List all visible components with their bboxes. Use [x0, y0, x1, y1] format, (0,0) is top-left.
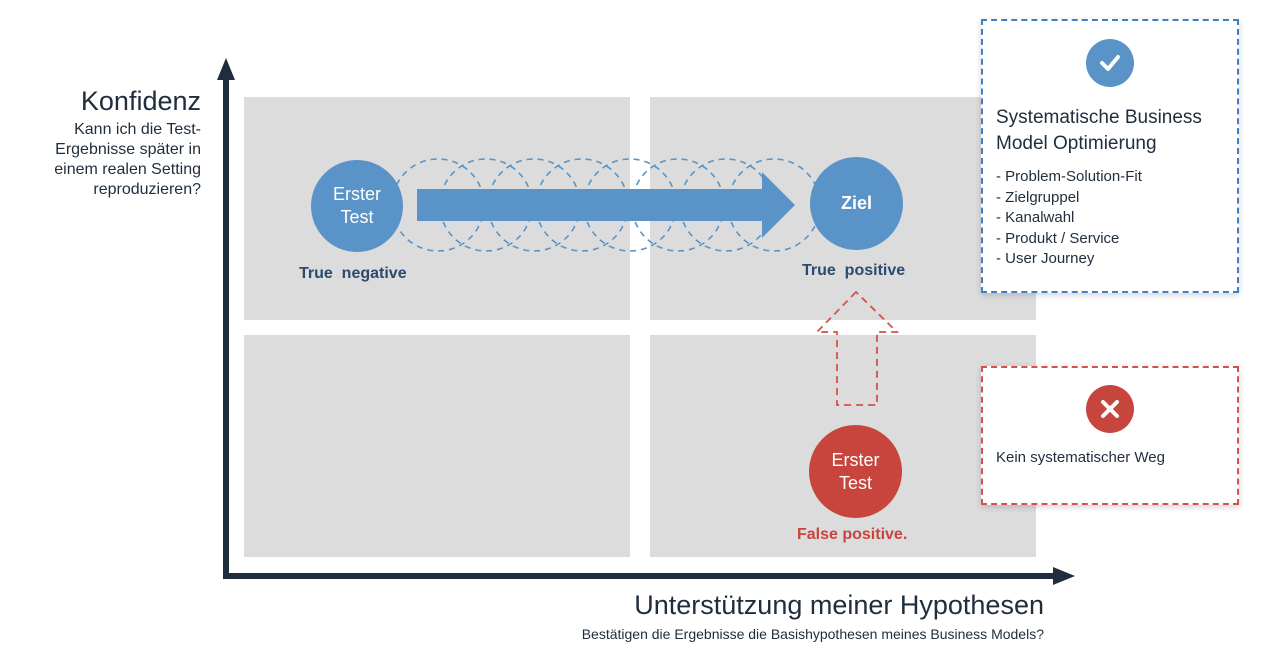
success-box-list: - Problem-Solution-Fit - Zielgruppel - K…	[996, 167, 1232, 270]
x-axis-arrowhead	[1053, 567, 1075, 585]
fail-box: Kein systematischer Weg	[981, 366, 1239, 505]
x-axis-subtitle: Bestätigen die Ergebnisse die Basishypot…	[581, 626, 1044, 642]
check-icon	[1086, 39, 1134, 87]
start-node-red: Erster Test	[809, 425, 902, 518]
label-true-negative: True negative	[299, 265, 407, 282]
list-item: - User Journey	[996, 250, 1095, 267]
start-node-blue: Erster Test	[311, 160, 403, 252]
progress-arrow	[417, 172, 795, 238]
false-positive-arrow	[814, 290, 900, 406]
goal-node: Ziel	[810, 157, 903, 250]
y-axis-subtitle: Kann ich die Test-Ergebnisse später in e…	[54, 121, 201, 198]
label-false-positive: False positive.	[797, 526, 908, 543]
list-item: - Problem-Solution-Fit	[996, 168, 1142, 185]
success-box-title: Systematische Business Model Optimierung	[996, 107, 1202, 154]
goal-node-label: Ziel	[840, 193, 872, 213]
success-box: Systematische Business Model Optimierung…	[981, 19, 1239, 293]
quadrant-bottom-left	[244, 335, 630, 557]
list-item: - Kanalwahl	[996, 209, 1075, 226]
fail-box-text: Kein systematischer Weg	[996, 449, 1165, 466]
start-node-red-label: Erster Test	[831, 449, 880, 493]
label-true-positive: True positive	[802, 262, 906, 279]
list-item: - Zielgruppel	[996, 188, 1080, 206]
y-axis-arrowhead	[217, 58, 235, 80]
x-icon	[1086, 385, 1134, 433]
list-item: - Produkt / Service	[996, 229, 1120, 247]
y-axis-title: Konfidenz	[80, 86, 201, 116]
start-node-blue-label: Erster Test	[332, 184, 381, 227]
x-axis-title: Unterstützung meiner Hypothesen	[634, 590, 1044, 620]
